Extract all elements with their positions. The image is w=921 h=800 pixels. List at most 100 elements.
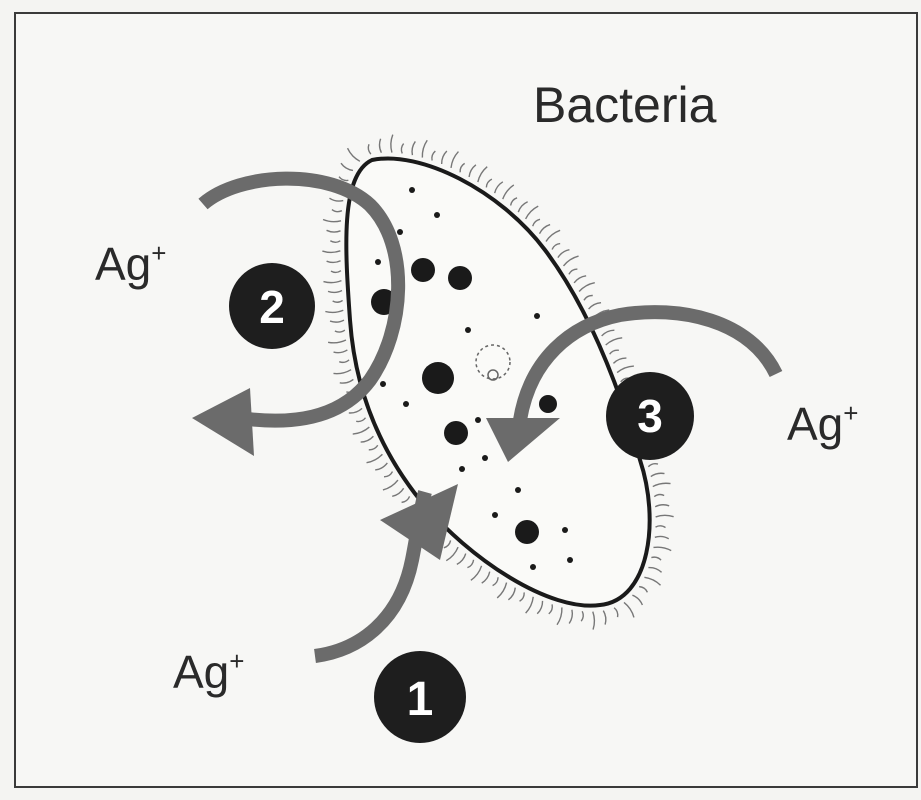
cilium: [495, 182, 503, 193]
cilium: [653, 483, 671, 486]
cilium: [564, 256, 579, 266]
cilium: [589, 303, 601, 309]
cilium: [330, 320, 344, 322]
diagram-title: Bacteria: [533, 77, 717, 133]
cilium: [654, 495, 664, 497]
cilium: [655, 536, 669, 538]
cilium: [457, 554, 466, 565]
cilium: [356, 418, 365, 422]
cilium: [486, 179, 492, 187]
cilium: [361, 436, 374, 442]
cilium: [369, 445, 378, 449]
step-badge-2: 2: [229, 263, 315, 349]
cilium: [603, 611, 606, 625]
cilium: [569, 610, 572, 624]
arrowhead-step-2: [192, 388, 254, 456]
cilium: [549, 604, 553, 613]
cilium: [341, 163, 353, 170]
cilium: [478, 167, 487, 182]
cilium: [651, 557, 661, 560]
cilium: [558, 250, 570, 258]
cilium: [624, 602, 634, 617]
cilium: [446, 547, 458, 561]
step-number-2: 2: [259, 281, 285, 333]
cilium: [648, 464, 658, 467]
cilium: [401, 144, 403, 154]
cilium: [331, 271, 341, 273]
cilium: [579, 283, 595, 292]
cilium: [503, 185, 514, 199]
cilium: [511, 198, 517, 206]
cilium: [655, 505, 669, 507]
cilium: [471, 566, 482, 580]
step-number-1: 1: [407, 673, 434, 726]
cilium: [322, 251, 340, 253]
cilium: [497, 583, 506, 598]
cilium: [328, 291, 342, 293]
cilium: [467, 560, 473, 568]
cilium: [482, 572, 490, 583]
cilium: [651, 473, 665, 476]
cilium: [329, 198, 343, 201]
cilium: [644, 577, 660, 585]
cilium: [614, 608, 618, 617]
cilium: [323, 220, 341, 222]
cilium: [656, 515, 674, 517]
cilium: [613, 358, 626, 363]
cilium: [339, 360, 349, 363]
cilium: [384, 472, 393, 477]
cilium: [348, 148, 360, 161]
cilium: [518, 202, 527, 212]
cilium: [569, 269, 577, 274]
cilium: [332, 210, 342, 212]
cilium: [546, 230, 560, 241]
cilium: [574, 276, 586, 283]
cilium: [610, 350, 619, 354]
cilium: [340, 379, 354, 383]
cilium: [526, 206, 539, 219]
cilium: [460, 163, 465, 172]
cilium: [327, 230, 341, 232]
cilium: [606, 338, 622, 345]
cilium: [533, 219, 540, 226]
step-number-3: 3: [637, 390, 663, 442]
cilium: [593, 612, 595, 630]
cilium: [349, 408, 362, 413]
cilium: [325, 310, 343, 312]
cilium: [383, 480, 398, 490]
cilium: [328, 340, 346, 343]
cilium: [617, 366, 634, 373]
step-badge-1: 1: [374, 651, 466, 743]
cilium: [335, 330, 345, 332]
cilium: [353, 427, 370, 434]
cilium: [508, 588, 515, 600]
ion-label-step-1: Ag+: [173, 646, 244, 698]
cilium: [375, 463, 387, 470]
cilium: [552, 244, 560, 250]
cilium: [333, 300, 343, 302]
cilium: [451, 152, 458, 168]
cilium: [391, 135, 393, 153]
cilium: [323, 281, 341, 283]
cilium: [412, 141, 415, 155]
cilium: [469, 165, 476, 177]
cilium: [392, 488, 403, 496]
cilium: [442, 151, 447, 164]
cilium: [653, 547, 671, 550]
cilium: [432, 151, 435, 160]
ion-label-step-2: Ag+: [95, 238, 166, 290]
cilium: [402, 496, 410, 502]
cilium: [367, 454, 383, 463]
cilium: [327, 261, 341, 263]
cilium: [368, 144, 371, 154]
cilium: [602, 330, 615, 336]
cilium: [557, 607, 562, 624]
cilium: [330, 241, 340, 243]
cilium: [537, 601, 542, 614]
cilium: [648, 568, 661, 573]
cilium: [526, 597, 534, 613]
cilium: [333, 370, 351, 374]
cilium: [584, 295, 593, 300]
cilium: [334, 350, 348, 353]
cilium: [422, 140, 427, 157]
